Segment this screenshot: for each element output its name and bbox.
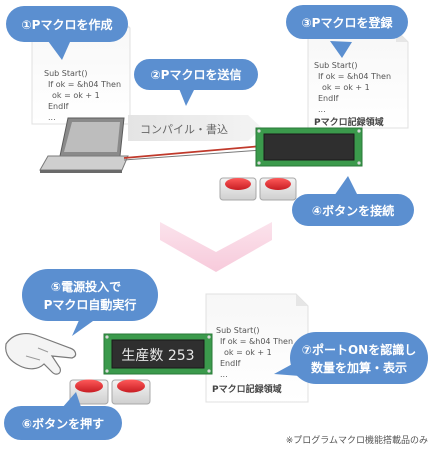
step-5-label-line2: Pマクロ自動実行 xyxy=(44,297,137,312)
compile-label: コンパイル・書込 xyxy=(140,122,228,136)
display-board-top xyxy=(255,127,363,167)
push-button xyxy=(111,379,151,405)
code-line: EndIf xyxy=(48,102,69,111)
code-document-3: Sub Start() If ok = &h04 Then ok = ok + … xyxy=(205,293,309,403)
code-line: If ok = &h04 Then xyxy=(48,80,121,89)
macro-area-caption: Pマクロ記録領域 xyxy=(212,383,282,395)
compile-band: コンパイル・書込 xyxy=(128,115,262,141)
code-line: If ok = &h04 Then xyxy=(318,72,391,81)
code-line: Sub Start() xyxy=(216,326,260,335)
push-button xyxy=(219,177,257,201)
usb-cable xyxy=(123,145,263,159)
code-line: ok = ok + 1 xyxy=(52,91,100,100)
flow-arrow xyxy=(160,222,272,272)
production-count-display: 生産数 253 xyxy=(121,348,194,364)
step-5-label-line1: ⑤電源投入で xyxy=(51,279,121,294)
step-7-bubble: ⑦ポートONを認識し 数量を加算・表示 xyxy=(274,332,428,384)
step-5-bubble: ⑤電源投入で Pマクロ自動実行 xyxy=(22,269,158,336)
code-line: ... xyxy=(48,113,56,122)
laptop-icon xyxy=(39,117,129,173)
step-1-label: ①Pマクロを作成 xyxy=(22,17,113,32)
macro-area-caption: Pマクロ記録領域 xyxy=(314,116,384,128)
push-button xyxy=(69,379,109,405)
code-line: Sub Start() xyxy=(44,69,88,78)
step-6-bubble: ⑥ボタンを押す xyxy=(4,392,122,440)
code-line: ok = ok + 1 xyxy=(322,83,370,92)
step-1-bubble: ①Pマクロを作成 xyxy=(6,6,128,60)
push-button xyxy=(259,177,297,201)
step-3-bubble: ③Pマクロを登録 xyxy=(286,5,408,58)
step-4-bubble: ④ボタンを接続 xyxy=(292,176,414,226)
step-7-label-line1: ⑦ポートONを認識し xyxy=(302,342,416,357)
step-3-label: ③Pマクロを登録 xyxy=(302,15,394,30)
step-7-label-line2: 数量を加算・表示 xyxy=(311,360,407,375)
step-2-bubble: ②Pマクロを送信 xyxy=(134,59,258,106)
code-line: EndIf xyxy=(318,94,339,103)
usb-cable-shadow xyxy=(123,149,263,161)
footnote: ※プログラムマクロ機能搭載品のみ xyxy=(286,434,428,446)
code-line: ok = ok + 1 xyxy=(224,348,272,357)
code-document-2: Sub Start() If ok = &h04 Then ok = ok + … xyxy=(307,29,409,129)
code-line: ... xyxy=(220,370,228,379)
step-6-label: ⑥ボタンを押す xyxy=(22,416,104,431)
display-board-bottom: 生産数 253 xyxy=(103,333,213,375)
step-2-label: ②Pマクロを送信 xyxy=(151,67,242,82)
step-4-label: ④ボタンを接続 xyxy=(312,203,394,218)
code-line: Sub Start() xyxy=(314,61,358,70)
code-line: If ok = &h04 Then xyxy=(220,337,293,346)
hand-pointer-icon xyxy=(5,333,77,375)
code-line: EndIf xyxy=(220,359,241,368)
code-line: ... xyxy=(318,105,326,114)
